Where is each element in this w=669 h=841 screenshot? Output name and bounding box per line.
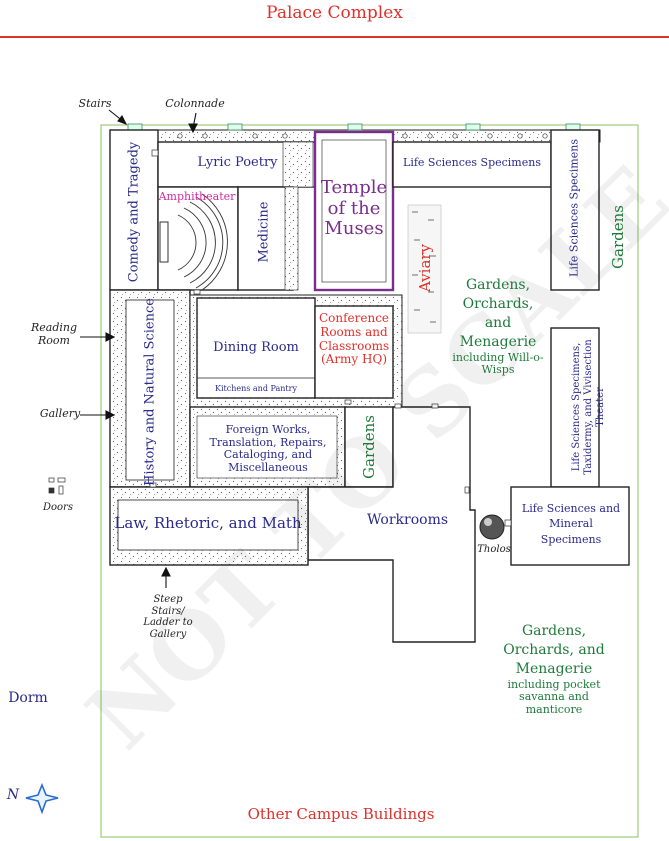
room-foreign-inner [196, 415, 338, 479]
room-label-conference: Conference Rooms and Classrooms (Army HQ… [318, 311, 390, 367]
room-label-dining: Dining Room [213, 340, 299, 355]
room-label-workrooms: Workrooms [366, 512, 449, 528]
gardens-orchards-2: Gardens, Orchards, and Menagerie includi… [502, 622, 606, 717]
room-law [117, 499, 299, 551]
room-label-medicine: Medicine [256, 201, 272, 263]
compass-icon [25, 782, 59, 815]
room-label-mineral: Life Sciences and Mineral Specimens [521, 502, 621, 546]
label-gallery: Gallery [39, 407, 81, 420]
room-life-top [392, 141, 552, 188]
room-conference [314, 305, 394, 399]
gardens-orchards-2-title: Gardens, Orchards, and Menagerie [503, 623, 605, 677]
label-colonnade: Colonnade [165, 97, 225, 110]
room-life-right [550, 129, 600, 291]
annotation-arrows [80, 109, 198, 588]
room-label-foreign: Foreign Works, Translation, Repairs, Cat… [209, 423, 327, 474]
room-label-law: Law, Rhetoric, and Math [114, 514, 302, 532]
room-label-history: History and Natural Science [142, 298, 158, 486]
label-other-buildings: Other Campus Buildings [247, 805, 435, 823]
door-markers [149, 149, 512, 527]
room-taxidermy [550, 327, 600, 488]
aviary-birds [412, 211, 436, 323]
room-label-life-right: Life Sciences Specimens [567, 139, 581, 277]
medicine-stip [284, 186, 299, 291]
label-aviary: Aviary [416, 243, 434, 293]
label-dorm: Dorm [8, 690, 48, 706]
room-medicine [237, 186, 294, 291]
label-stairs: Stairs [78, 97, 112, 110]
title-divider [0, 36, 669, 38]
room-label-life-top: Life Sciences Specimens [403, 156, 541, 169]
label-gardens-top-right: Gardens [609, 205, 627, 269]
gardens-orchards-1-sub: including Will-o-Wisps [452, 350, 544, 377]
room-label-temple: Temple of the Muses [320, 177, 388, 240]
amphitheater-arcs [177, 193, 228, 291]
temple-inner [321, 139, 387, 283]
aviary [407, 204, 442, 334]
room-label-amphitheater: Amphitheater [158, 190, 236, 203]
room-history [125, 299, 175, 481]
room-label-kitchens: Kitchens and Pantry [214, 384, 297, 393]
doors-legend [48, 477, 66, 495]
campus-boundary [100, 124, 639, 838]
amphitheater-stage [159, 221, 169, 263]
room-comedy [109, 129, 159, 291]
label-reading-room: Reading Room [30, 321, 78, 347]
room-dining [196, 297, 316, 399]
room-label-taxidermy: Life Sciences Specimens, Taxidermy, and … [571, 339, 606, 475]
label-gardens-mid: Gardens [360, 415, 378, 479]
lyric-steps [282, 141, 314, 188]
room-mineral [510, 486, 630, 566]
gardens-orchards-2-sub: including pocket savanna and manticore [507, 677, 601, 716]
room-workrooms [307, 406, 476, 643]
label-doors: Doors [43, 502, 73, 513]
page-title: Palace Complex [266, 3, 403, 23]
room-label-lyric: Lyric Poetry [197, 155, 278, 170]
label-steep-stairs: Steep Stairs/ Ladder to Gallery [143, 594, 193, 640]
tholos-dome [479, 514, 505, 540]
room-temple [313, 130, 395, 292]
compass-label: N [6, 787, 20, 803]
gardens-orchards-1-title: Gardens, Orchards, and Menagerie [459, 277, 537, 350]
room-label-comedy: Comedy and Tragedy [126, 141, 142, 283]
gardens-orchards-1: Gardens, Orchards, and Menagerie includi… [448, 276, 548, 377]
label-tholos: Tholos [477, 544, 511, 555]
